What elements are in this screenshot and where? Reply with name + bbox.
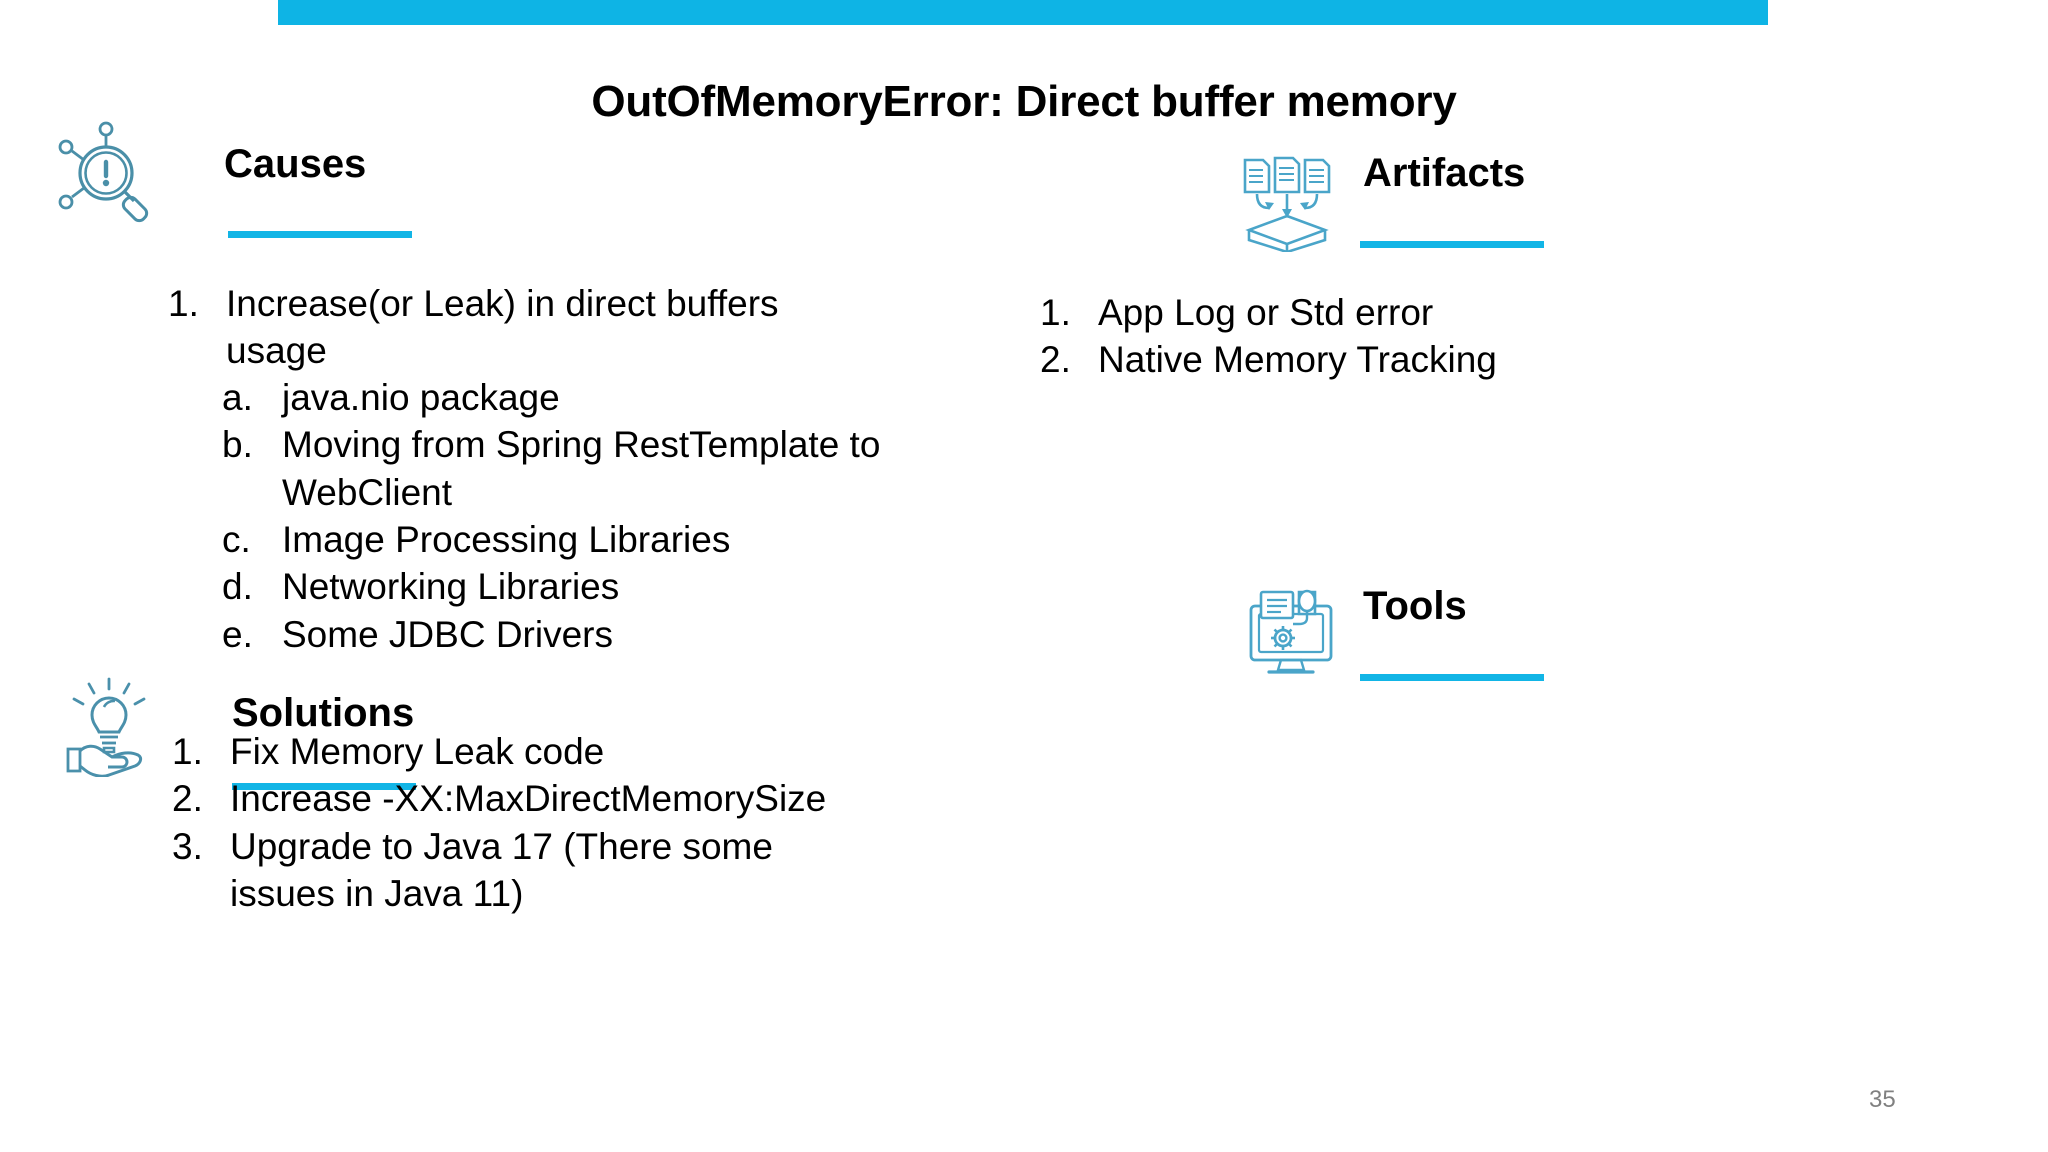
list-text: Upgrade to Java 17 (There some issues in… (230, 825, 773, 915)
list-marker: b. (222, 424, 253, 466)
list-text: java.nio package (282, 377, 560, 418)
list-text: App Log or Std error (1098, 292, 1434, 333)
list-marker: c. (222, 519, 251, 561)
causes-heading-rule (228, 231, 412, 238)
list-marker: a. (222, 377, 253, 418)
list-item: 2. Native Memory Tracking (1040, 336, 1940, 383)
artifacts-heading-rule (1360, 241, 1544, 248)
list-marker: d. (222, 566, 253, 608)
slide-number: 35 (1869, 1086, 1896, 1113)
causes-heading: Causes (224, 142, 367, 186)
list-text: Native Memory Tracking (1098, 339, 1497, 381)
list-item: b. Moving from Spring RestTemplate to We… (222, 421, 882, 516)
solutions-heading: Solutions (232, 691, 415, 735)
top-accent-bar (278, 0, 1768, 25)
list-text: Increase -XX:MaxDirectMemorySize (230, 778, 827, 820)
list-item: 2. Increase -XX:MaxDirectMemorySize (172, 775, 872, 822)
list-marker: 3. (172, 825, 203, 867)
tools-heading: Tools (1363, 584, 1467, 628)
list-marker: 1. (172, 731, 203, 772)
list-text: Fix Memory Leak code (230, 731, 605, 772)
hand-lightbulb-icon (60, 677, 160, 778)
artifacts-heading: Artifacts (1363, 151, 1526, 195)
artifacts-list: 1. App Log or Std error 2. Native Memory… (1040, 289, 1940, 384)
causes-sublist: a. java.nio package b. Moving from Sprin… (222, 374, 882, 658)
list-item: e. Some JDBC Drivers (222, 611, 882, 658)
list-text: Networking Libraries (282, 566, 620, 608)
list-item: d. Networking Libraries (222, 563, 882, 610)
list-text: Image Processing Libraries (282, 519, 731, 561)
list-item: 1. Fix Memory Leak code (172, 728, 872, 775)
list-marker: 1. (168, 283, 199, 324)
slide-title: OutOfMemoryError: Direct buffer memory (591, 77, 1457, 126)
list-marker: 2. (1040, 339, 1071, 381)
tools-heading-rule (1360, 674, 1544, 681)
solutions-heading-rule (232, 783, 416, 790)
causes-list: 1. Increase(or Leak) in direct buffers u… (168, 280, 868, 375)
list-item: 1. App Log or Std error (1040, 289, 1940, 336)
documents-to-tray-icon (1237, 152, 1337, 254)
magnifier-alert-icon (48, 118, 158, 228)
list-item: 3. Upgrade to Java 17 (There some issues… (172, 823, 872, 918)
monitor-gear-icon (1243, 584, 1343, 684)
list-marker: 2. (172, 778, 203, 820)
list-text: Increase(or Leak) in direct buffers usag… (226, 283, 779, 372)
list-marker: 1. (1040, 292, 1071, 333)
list-text: Moving from Spring RestTemplate to WebCl… (282, 424, 881, 513)
list-item: 1. Increase(or Leak) in direct buffers u… (168, 280, 868, 375)
list-item: a. java.nio package (222, 374, 882, 421)
list-marker: e. (222, 613, 253, 655)
list-text: Some JDBC Drivers (282, 613, 613, 655)
list-item: c. Image Processing Libraries (222, 516, 882, 563)
solutions-list: 1. Fix Memory Leak code 2. Increase -XX:… (172, 728, 872, 917)
